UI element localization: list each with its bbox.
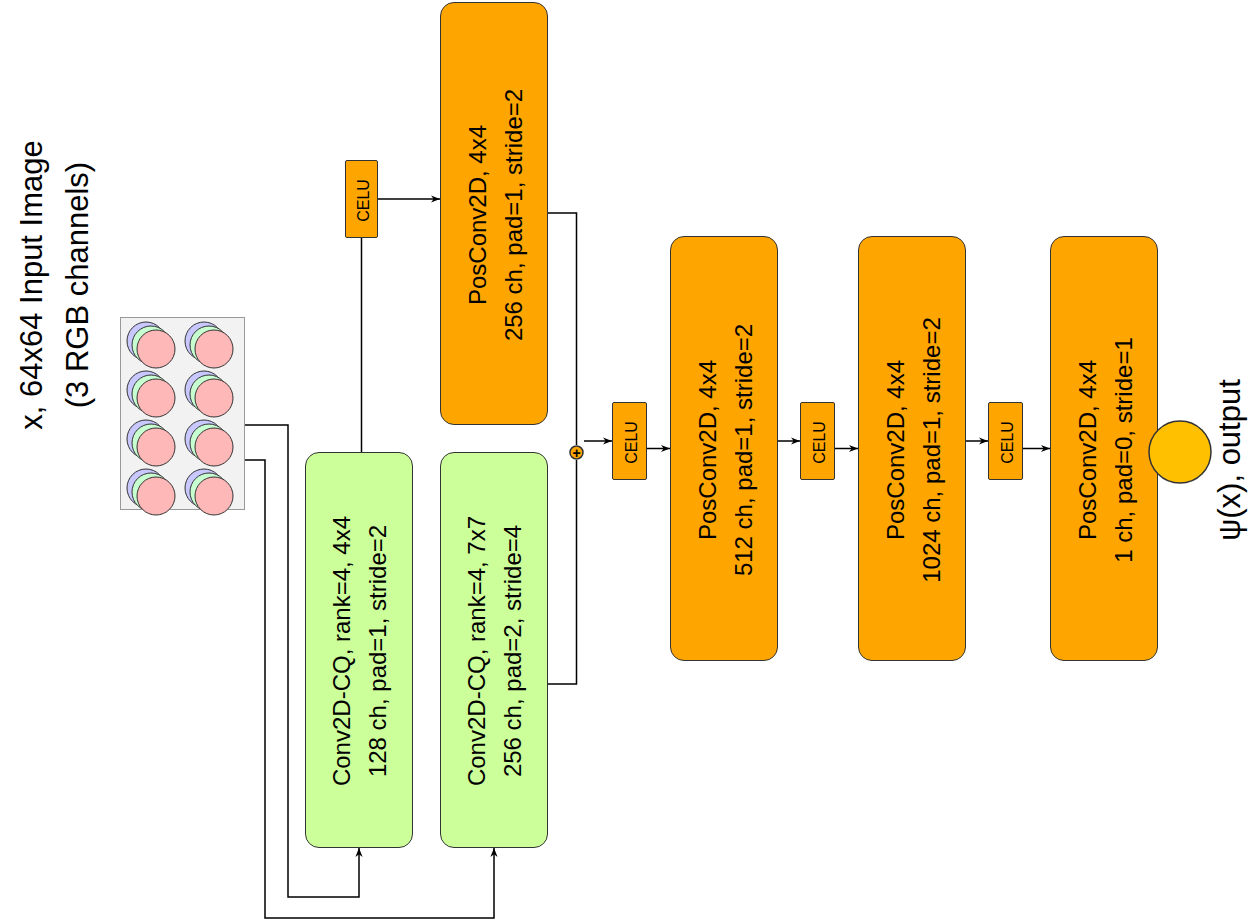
celu-box: CELU	[988, 402, 1023, 480]
posconv-box: PosConv2D, 4x4512 ch, pad=1, stride=2	[670, 236, 778, 661]
layer-text: 1024 ch, pad=1, stride=2	[913, 317, 949, 583]
rotated-text-group: PosConv2D, 4x41 ch, pad=0, stride=1	[1053, 239, 1157, 660]
rotated-text-group: PosConv2D, 4x4256 ch, pad=1, stride=2	[443, 5, 547, 424]
layer-text: 256 ch, pad=1, stride=2	[495, 88, 531, 340]
layer-text: PosConv2D, 4x4	[1069, 359, 1105, 539]
input-image: x, 64x64 Input Image(3 RGB channels)	[120, 317, 245, 510]
layer-text: PosConv2D, 4x4	[689, 359, 725, 539]
rotated-text-group: CELU	[615, 405, 646, 479]
connector	[647, 448, 670, 450]
connector	[584, 440, 612, 442]
sum-symbol: +	[572, 446, 580, 460]
rotated-text-group: Conv2D-CQ, rank=4, 7x7256 ch, pad=2, str…	[443, 455, 547, 847]
output-node: ψ(x), output	[1148, 420, 1212, 484]
connector	[966, 440, 988, 442]
conv-cq-box: Conv2D-CQ, rank=4, 4x4128 ch, pad=1, str…	[305, 452, 413, 848]
rotated-text-group: x, 64x64 Input Image(3 RGB channels)	[0, 0, 110, 595]
layer-text: (3 RGB channels)	[55, 162, 102, 408]
input-illustration	[120, 317, 245, 510]
layer-text: PosConv2D, 4x4	[877, 359, 913, 539]
output-circle	[1148, 420, 1212, 484]
posconv-box: PosConv2D, 4x4256 ch, pad=1, stride=2	[440, 2, 548, 425]
connector	[1023, 448, 1050, 450]
layer-text: 512 ch, pad=1, stride=2	[725, 323, 761, 575]
rotated-text-group: CELU	[803, 405, 834, 479]
rotated-text-group: ψ(x), output	[1205, 250, 1255, 670]
conv-cq-box: Conv2D-CQ, rank=4, 7x7256 ch, pad=2, str…	[440, 452, 548, 848]
celu-box: CELU	[345, 160, 378, 238]
connector	[361, 238, 363, 452]
layer-text: PosConv2D, 4x4	[459, 124, 495, 304]
activation-label: CELU	[995, 421, 1019, 464]
posconv-box: PosConv2D, 4x41 ch, pad=0, stride=1	[1050, 236, 1158, 661]
connector	[548, 460, 577, 684]
activation-label: CELU	[351, 179, 375, 222]
sum-node: +	[569, 445, 584, 460]
layer-text: Conv2D-CQ, rank=4, 4x4	[324, 516, 360, 786]
activation-label: CELU	[807, 421, 831, 464]
rotated-text-group: PosConv2D, 4x4512 ch, pad=1, stride=2	[673, 239, 777, 660]
celu-box: CELU	[612, 402, 647, 480]
rotated-text-group: CELU	[991, 405, 1022, 479]
posconv-box: PosConv2D, 4x41024 ch, pad=1, stride=2	[858, 236, 966, 661]
connector	[835, 448, 858, 450]
layer-text: 256 ch, pad=2, stride=4	[495, 525, 531, 777]
connector	[778, 440, 800, 442]
rotated-text-group: Conv2D-CQ, rank=4, 4x4128 ch, pad=1, str…	[308, 455, 412, 847]
connector	[378, 198, 440, 200]
layer-text: 128 ch, pad=1, stride=2	[360, 525, 396, 777]
sum-text-group: +	[569, 445, 584, 460]
layer-text: x, 64x64 Input Image	[9, 140, 56, 430]
layer-text: 1 ch, pad=0, stride=1	[1105, 337, 1141, 563]
rotated-text-group: CELU	[348, 163, 377, 237]
rotated-text-group: PosConv2D, 4x41024 ch, pad=1, stride=2	[861, 239, 965, 660]
layer-text: ψ(x), output	[1207, 379, 1254, 541]
celu-box: CELU	[800, 402, 835, 480]
activation-label: CELU	[619, 421, 643, 464]
connector	[548, 213, 577, 445]
layer-text: Conv2D-CQ, rank=4, 7x7	[459, 516, 495, 786]
